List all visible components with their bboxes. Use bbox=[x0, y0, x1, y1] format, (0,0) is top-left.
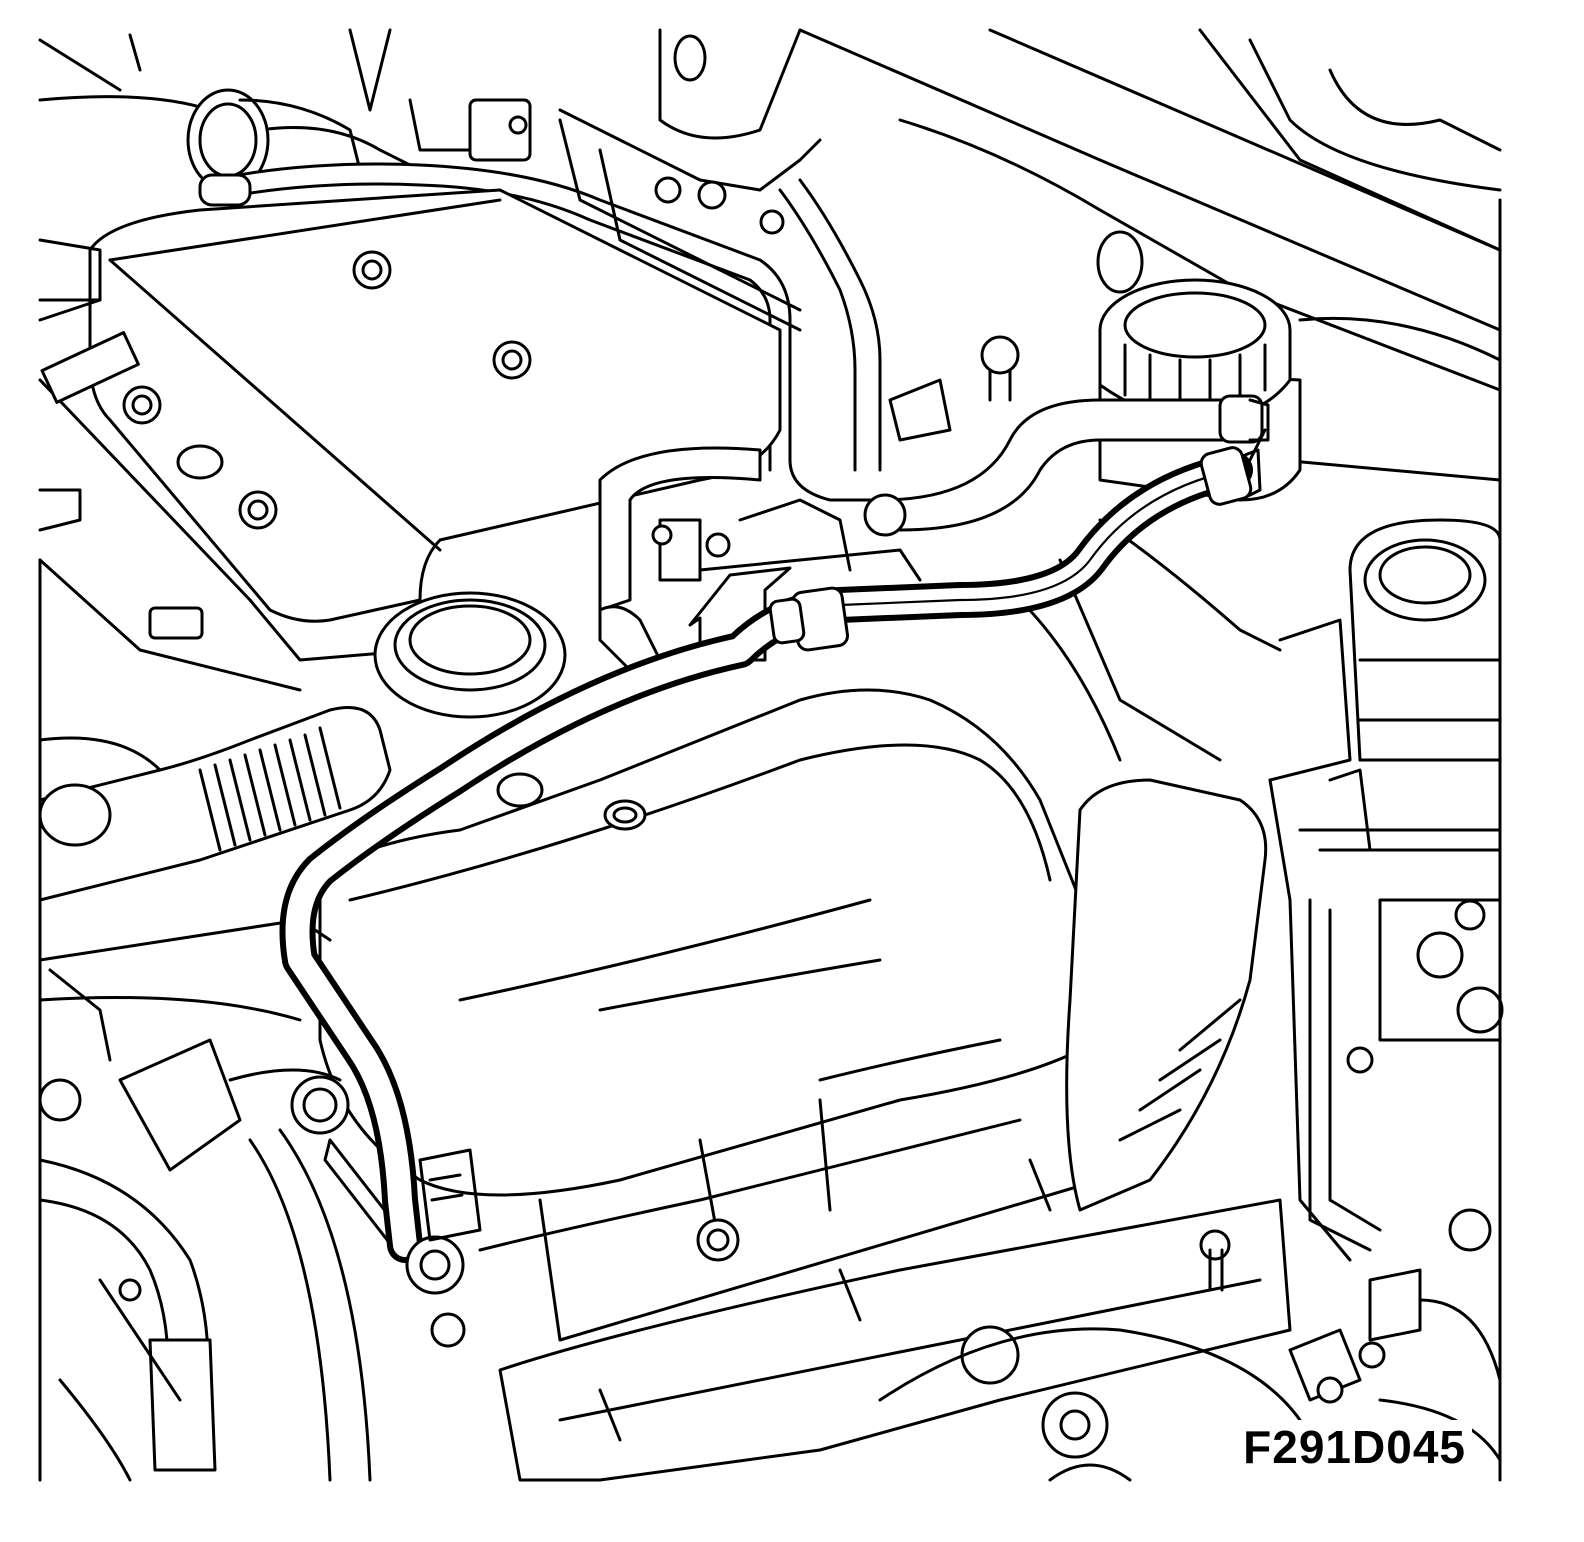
engine-cover bbox=[318, 688, 1102, 1342]
highlighted-hose bbox=[279, 428, 1267, 1348]
figure-code: F291D045 bbox=[1237, 1420, 1472, 1474]
body-panels bbox=[658, 28, 1502, 482]
right-reservoir bbox=[1268, 518, 1504, 1262]
coolant-hose-upper bbox=[598, 178, 1270, 612]
oil-filler-cap bbox=[373, 591, 567, 719]
air-duct bbox=[1018, 518, 1282, 1212]
mid-hoses bbox=[598, 498, 922, 672]
lower-gearbox bbox=[498, 1158, 1502, 1482]
lower-left-components bbox=[38, 1038, 402, 1482]
valve-cover bbox=[38, 188, 782, 692]
frame-edges bbox=[38, 198, 1502, 1482]
intake-bellows bbox=[38, 706, 392, 1062]
